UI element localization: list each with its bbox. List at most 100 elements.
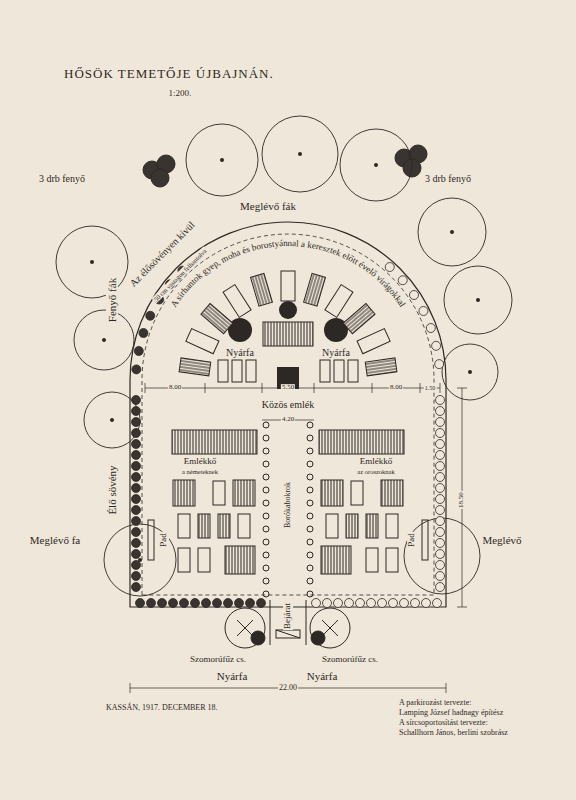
- tree-outline: [262, 116, 338, 192]
- generated-features: [56, 116, 512, 608]
- hedge-bush: [398, 276, 407, 285]
- hedge-bush: [436, 451, 445, 460]
- juniper-bush: [307, 539, 313, 545]
- hedge-bush: [436, 550, 445, 559]
- hedge-bush: [132, 572, 141, 581]
- juniper-bush: [307, 591, 313, 597]
- juniper-bush: [307, 448, 313, 454]
- juniper-bush: [263, 591, 269, 597]
- tree-outline: [442, 344, 498, 400]
- plan-label: 18.50: [458, 491, 466, 509]
- hedge-bush: [312, 599, 321, 608]
- hedge-bush: [436, 517, 445, 526]
- grave: [213, 481, 225, 505]
- hedge-bush: [132, 396, 141, 405]
- tree-trunk: [468, 370, 472, 374]
- hedge-bush: [367, 599, 376, 608]
- hedge-bush: [132, 473, 141, 482]
- hedge-bush: [436, 440, 445, 449]
- juniper-bush: [263, 513, 269, 519]
- tree-outline: [444, 266, 512, 334]
- grave: [386, 514, 398, 538]
- hedge-bush: [132, 462, 141, 471]
- juniper-bush: [307, 435, 313, 441]
- grave: [304, 273, 326, 306]
- central-monument: [228, 301, 348, 389]
- tree-trunk: [450, 230, 454, 234]
- inner-dashed-line: [142, 234, 434, 595]
- hedge-bush: [411, 599, 420, 608]
- juniper-bush: [263, 422, 269, 428]
- tree-outline: [104, 524, 176, 596]
- hedge-bush: [147, 599, 156, 608]
- grave: [201, 303, 233, 333]
- hedge-bush: [146, 311, 155, 320]
- entrance: [270, 600, 306, 645]
- hedge-bush: [132, 440, 141, 449]
- plan-label: 1:200.: [168, 89, 193, 99]
- hedge-bush: [132, 506, 141, 515]
- grave: [343, 303, 375, 333]
- grave: [246, 360, 256, 382]
- plan-label: Pad: [407, 532, 417, 548]
- hedge-bush: [132, 495, 141, 504]
- juniper-bush: [263, 474, 269, 480]
- hedge-bush: [436, 418, 445, 427]
- hedge-bush: [422, 599, 431, 608]
- grave: [218, 514, 230, 538]
- plan-label: 8.00: [168, 384, 182, 392]
- tree-trunk: [476, 298, 480, 302]
- hedge-bush: [169, 599, 178, 608]
- hedge-bush: [224, 599, 233, 608]
- hedge-bush: [356, 599, 365, 608]
- hedge-bush: [191, 599, 200, 608]
- juniper-bush: [263, 500, 269, 506]
- tree-outline: [74, 310, 134, 370]
- juniper-bush: [263, 578, 269, 584]
- hedge-bush: [400, 599, 409, 608]
- grave: [320, 360, 330, 382]
- plan-label: Nyárfa: [225, 347, 255, 358]
- plan-label: 3 drb fenyő: [424, 173, 472, 184]
- plan-label: az oroszoknak: [356, 468, 395, 475]
- hedge-bush: [436, 429, 445, 438]
- plan-label: Schallhorn János, berlini szobrász: [398, 729, 509, 738]
- juniper-bush: [307, 565, 313, 571]
- grave: [321, 546, 351, 574]
- hedge-bush: [132, 539, 141, 548]
- hedge-bush: [132, 365, 141, 374]
- plan-label: Bejárat: [283, 602, 293, 630]
- grave: [357, 329, 390, 354]
- tree-outline: [340, 129, 412, 201]
- grave: [198, 514, 210, 538]
- grave: [348, 360, 358, 382]
- grave: [326, 514, 338, 538]
- juniper-bush: [263, 487, 269, 493]
- juniper-bush: [263, 552, 269, 558]
- plan-label: Fenyő fák: [106, 277, 118, 323]
- plan-label: KASSÁN, 1917. DECEMBER 18.: [105, 704, 219, 713]
- juniper-bush: [307, 578, 313, 584]
- grave: [281, 271, 295, 301]
- tree-trunk: [298, 152, 302, 156]
- hedge-bush: [436, 484, 445, 493]
- hedge-bush: [436, 539, 445, 548]
- plan-label: 4.20: [281, 416, 295, 424]
- hedge-bush: [132, 407, 141, 416]
- plan-label: Szomorúfűz cs.: [189, 655, 247, 665]
- tree-outline: [84, 392, 140, 448]
- hedge-bush: [132, 550, 141, 559]
- hedge-bush: [345, 599, 354, 608]
- hedge-bush: [385, 263, 394, 272]
- plan-label: Lamping József hadnagy építész: [398, 709, 504, 718]
- grave: [325, 285, 353, 318]
- grave: [366, 548, 378, 572]
- hedge-bush: [202, 599, 211, 608]
- plan-label: Nyárfa: [216, 670, 249, 682]
- tree-outline: [404, 518, 480, 594]
- hedge-bush: [419, 306, 428, 315]
- title: HŐSÖK TEMETŐJE ÚJBAJNÁN.: [64, 66, 274, 82]
- plan-label: Meglévő: [481, 534, 522, 546]
- plan-label: Közös emlék: [261, 399, 316, 410]
